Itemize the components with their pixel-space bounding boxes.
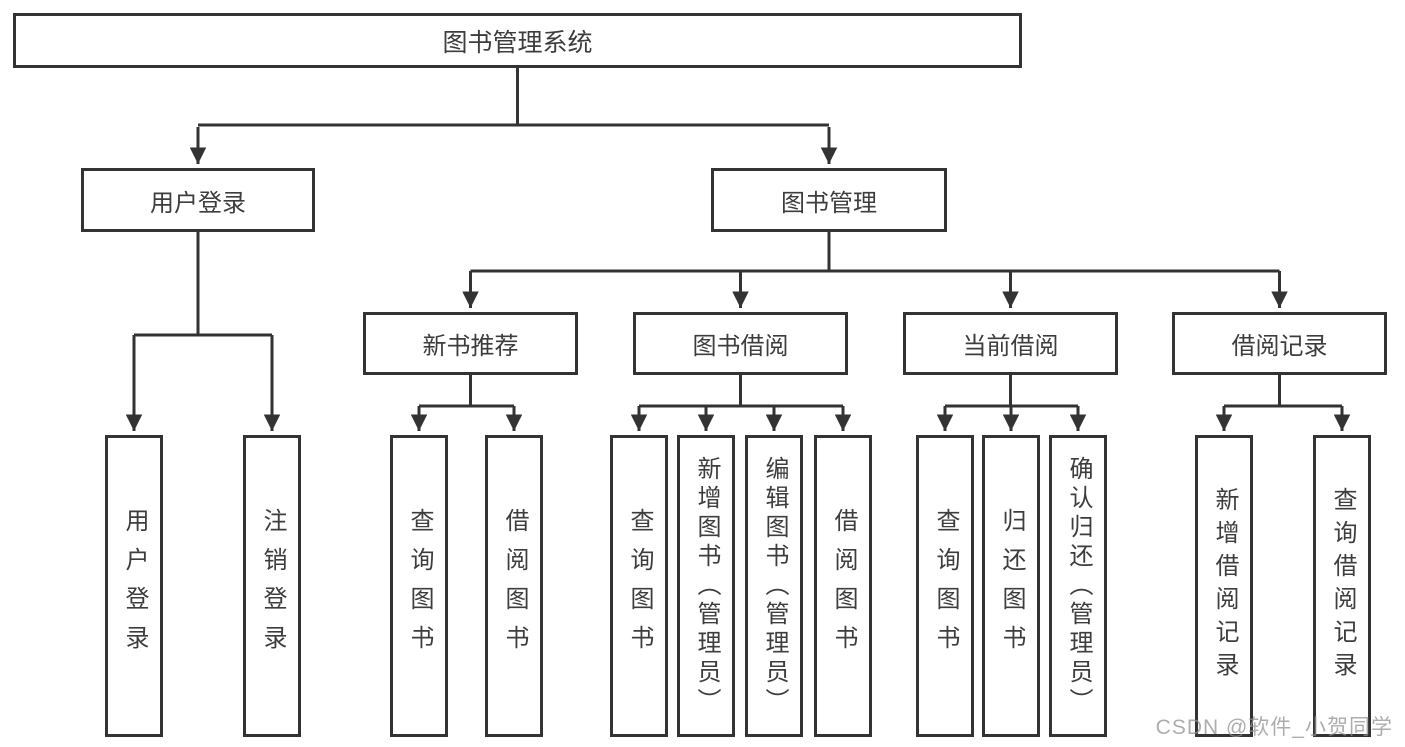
level3-node-borrowing-records: 借阅记录 — [1172, 312, 1387, 375]
leaf-node-confirm-return-admin: 确认归还（管理员） — [1049, 435, 1107, 737]
connector-current-borrow-split — [936, 375, 1087, 431]
leaf-node-label: 借阅图书 — [830, 508, 857, 664]
leaf-node-label: 查询图书 — [406, 508, 433, 664]
leaf-node-borrow-books-2: 借阅图书 — [814, 435, 872, 737]
leaf-node-label: 确认归还（管理员） — [1065, 455, 1092, 717]
level3-node-label: 新书推荐 — [422, 333, 519, 360]
root-node-library-management-system: 图书管理系统 — [13, 13, 1022, 68]
leaf-node-label: 查询图书 — [626, 508, 653, 664]
connector-root-split — [189, 68, 838, 164]
level3-node-book-borrowing: 图书借阅 — [633, 312, 848, 375]
level2-node-user-login: 用户登录 — [81, 168, 315, 232]
level2-node-label: 图书管理 — [781, 189, 877, 217]
level2-node-label: 用户登录 — [150, 189, 246, 217]
csdn-watermark: CSDN @软件_小贺同学 — [1155, 716, 1393, 739]
leaf-node-add-books-admin: 新增图书（管理员） — [677, 435, 735, 737]
level3-node-new-book-recommendation: 新书推荐 — [363, 312, 578, 375]
level3-node-label: 当前借阅 — [962, 333, 1059, 360]
level2-node-book-management: 图书管理 — [711, 168, 947, 232]
leaf-node-query-books-3: 查询图书 — [916, 435, 974, 737]
connector-book-management-split — [462, 232, 1288, 308]
connector-book-borrow-split — [630, 375, 852, 431]
connector-new-book-split — [410, 375, 523, 431]
leaf-node-user-login: 用户登录 — [105, 435, 163, 737]
leaf-node-edit-books-admin: 编辑图书（管理员） — [745, 435, 803, 737]
leaf-node-query-borrow-record: 查询借阅记录 — [1313, 435, 1371, 737]
leaf-node-label: 查询图书 — [932, 508, 959, 664]
leaf-node-logout-login: 注销登录 — [243, 435, 301, 737]
connector-borrow-records-split — [1215, 375, 1351, 431]
level3-node-current-borrowing: 当前借阅 — [903, 312, 1118, 375]
leaf-node-label: 用户登录 — [121, 508, 148, 664]
leaf-node-borrow-books-1: 借阅图书 — [485, 435, 543, 737]
leaf-node-return-books: 归还图书 — [982, 435, 1040, 737]
leaf-node-label: 注销登录 — [259, 508, 286, 664]
leaf-node-query-books-2: 查询图书 — [610, 435, 668, 737]
level3-node-label: 图书借阅 — [692, 333, 789, 360]
leaf-node-label: 查询借阅记录 — [1329, 487, 1356, 685]
leaf-node-label: 新增图书（管理员） — [693, 455, 720, 717]
leaf-node-query-books-1: 查询图书 — [390, 435, 448, 737]
root-node-label: 图书管理系统 — [442, 28, 593, 57]
leaf-node-add-borrow-record: 新增借阅记录 — [1195, 435, 1253, 737]
connector-user-login-split — [125, 232, 281, 431]
level3-node-label: 借阅记录 — [1231, 333, 1328, 360]
leaf-node-label: 借阅图书 — [501, 508, 528, 664]
leaf-node-label: 新增借阅记录 — [1211, 487, 1238, 685]
leaf-node-label: 编辑图书（管理员） — [761, 455, 788, 717]
leaf-node-label: 归还图书 — [998, 508, 1025, 664]
